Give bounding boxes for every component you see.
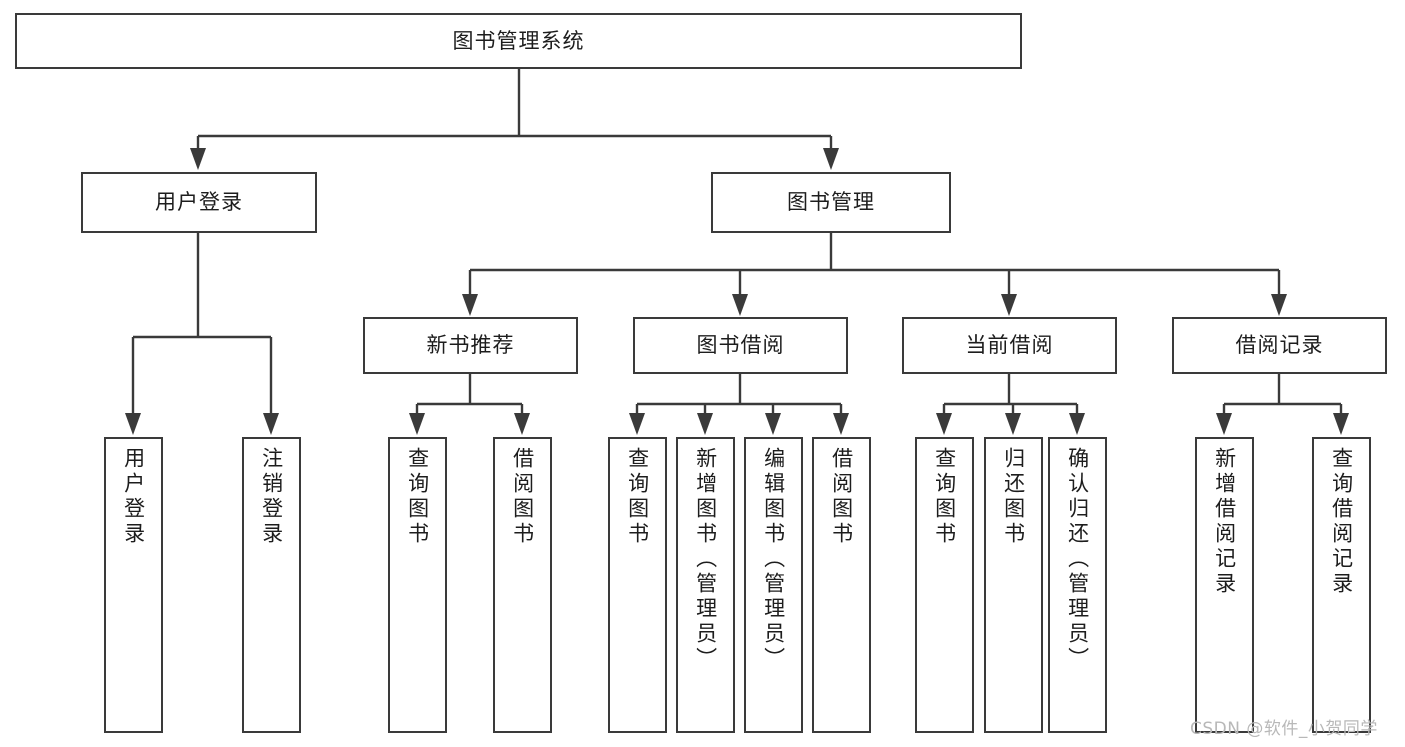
node-label: 图书管理 — [787, 190, 875, 215]
arrow-newbook-l1 — [409, 413, 425, 435]
node-label: 编辑图书（管理员） — [761, 447, 786, 672]
node-label: 借阅图书 — [510, 447, 535, 547]
arrow-book-mgmt — [823, 148, 839, 170]
arrow-borrowrecord-l2 — [1333, 413, 1349, 435]
leaf-newbook-borrow-book[interactable]: 借阅图书 — [493, 437, 552, 733]
node-user-login[interactable]: 用户登录 — [81, 172, 317, 233]
node-label: 用户登录 — [155, 190, 243, 215]
leaf-bookborrow-borrow-book[interactable]: 借阅图书 — [812, 437, 871, 733]
leaf-bookborrow-edit-book-admin[interactable]: 编辑图书（管理员） — [744, 437, 803, 733]
node-label: 查询图书 — [625, 447, 650, 547]
arrow-bookborrow-l3 — [765, 413, 781, 435]
arrow-currentborrow-l1 — [936, 413, 952, 435]
node-book-borrow[interactable]: 图书借阅 — [633, 317, 848, 374]
arrow-currentborrow-l2 — [1005, 413, 1021, 435]
arrow-userlogin-l2 — [263, 413, 279, 435]
node-label: 借阅记录 — [1235, 333, 1324, 358]
arrow-userlogin-l1 — [125, 413, 141, 435]
leaf-currentborrow-return-book[interactable]: 归还图书 — [984, 437, 1043, 733]
node-root-book-management-system[interactable]: 图书管理系统 — [15, 13, 1022, 69]
arrow-newbook-l2 — [514, 413, 530, 435]
arrow-bookborrow-l1 — [629, 413, 645, 435]
leaf-currentborrow-confirm-return-admin[interactable]: 确认归还（管理员） — [1048, 437, 1107, 733]
node-borrow-record[interactable]: 借阅记录 — [1172, 317, 1387, 374]
arrow-bookborrow-l2 — [697, 413, 713, 435]
arrow-currentborrow — [1001, 294, 1017, 316]
node-label: 新增借阅记录 — [1212, 447, 1237, 597]
arrow-bookborrow-l4 — [833, 413, 849, 435]
node-label: 新增图书（管理员） — [693, 447, 718, 672]
leaf-bookborrow-add-book-admin[interactable]: 新增图书（管理员） — [676, 437, 735, 733]
arrow-user-login — [190, 148, 206, 170]
arrow-newbook — [462, 294, 478, 316]
node-label: 查询借阅记录 — [1329, 447, 1354, 597]
node-current-borrow[interactable]: 当前借阅 — [902, 317, 1117, 374]
node-label: 用户登录 — [121, 447, 146, 547]
leaf-borrowrecord-add-record[interactable]: 新增借阅记录 — [1195, 437, 1254, 733]
node-book-management[interactable]: 图书管理 — [711, 172, 951, 233]
leaf-user-login[interactable]: 用户登录 — [104, 437, 163, 733]
arrow-currentborrow-l3 — [1069, 413, 1085, 435]
node-label: 归还图书 — [1001, 447, 1026, 547]
node-label: 图书管理系统 — [452, 28, 585, 53]
node-label: 新书推荐 — [426, 333, 515, 358]
node-label: 查询图书 — [405, 447, 430, 547]
node-label: 借阅图书 — [829, 447, 854, 547]
node-label: 图书借阅 — [696, 333, 785, 358]
node-label: 查询图书 — [932, 447, 957, 547]
node-label: 当前借阅 — [965, 333, 1054, 358]
leaf-logout-login[interactable]: 注销登录 — [242, 437, 301, 733]
node-label: 确认归还（管理员） — [1065, 447, 1090, 672]
arrow-bookborrow — [732, 294, 748, 316]
arrow-borrowrecord-l1 — [1216, 413, 1232, 435]
node-label: 注销登录 — [259, 447, 284, 547]
leaf-currentborrow-query-book[interactable]: 查询图书 — [915, 437, 974, 733]
leaf-bookborrow-query-book[interactable]: 查询图书 — [608, 437, 667, 733]
leaf-newbook-query-book[interactable]: 查询图书 — [388, 437, 447, 733]
node-new-book-recommend[interactable]: 新书推荐 — [363, 317, 578, 374]
watermark-text: CSDN @软件_小贺同学 — [1190, 719, 1378, 739]
leaf-borrowrecord-query-record[interactable]: 查询借阅记录 — [1312, 437, 1371, 733]
arrow-borrowrecord — [1271, 294, 1287, 316]
